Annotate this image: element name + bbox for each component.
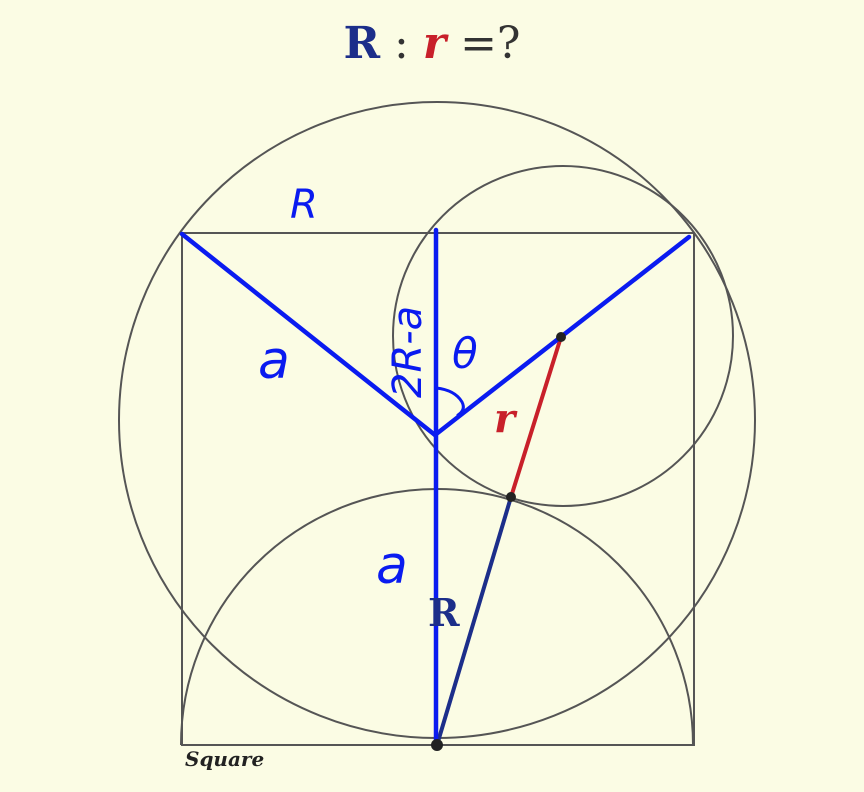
label-a-left: a [258, 331, 290, 391]
R-segment [435, 496, 513, 746]
label-r-red: r [494, 395, 518, 442]
label-2R-minus-a: 2R-a [385, 306, 431, 398]
blue-line-left [179, 231, 438, 438]
label-square: Square [185, 747, 264, 771]
label-a-bottom: a [376, 536, 408, 596]
title-equals: =? [460, 18, 521, 69]
small-circle [392, 165, 734, 507]
title-R: R [343, 18, 381, 69]
label-R-top: R [290, 182, 318, 228]
label-theta: θ [452, 329, 478, 378]
center-point [556, 332, 566, 342]
title-r: r [422, 18, 447, 69]
tangent-point [506, 492, 516, 502]
label-R-bottom: R [428, 590, 460, 635]
theta-arc [434, 386, 465, 417]
title-colon: : [394, 18, 409, 69]
question-title: R : r =? [0, 18, 864, 69]
r-segment [509, 336, 563, 498]
bottom-point [431, 739, 443, 751]
